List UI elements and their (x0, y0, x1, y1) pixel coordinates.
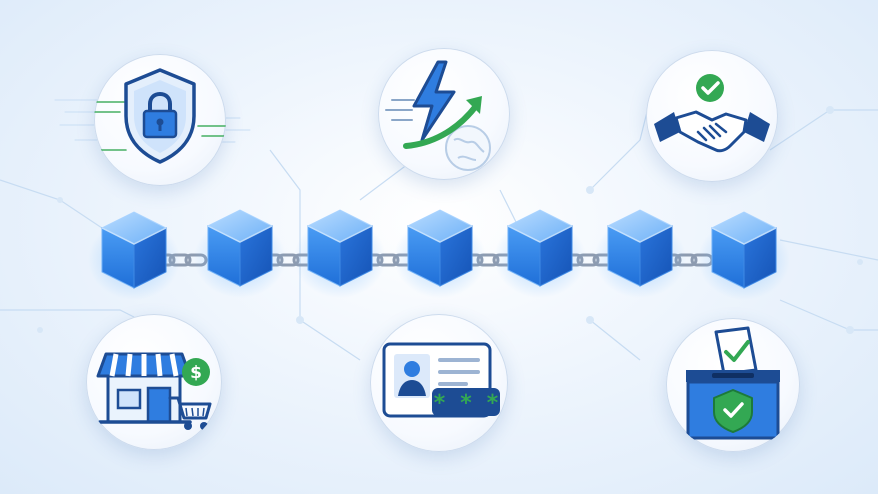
trust-badge (646, 50, 778, 182)
security-badge (94, 54, 226, 186)
store-cart-dollar-icon: $ (96, 352, 212, 430)
block-cube-4 (393, 209, 487, 299)
identity-badge: * * * (370, 314, 508, 452)
block-cube-6 (593, 209, 687, 299)
lightning-growth-globe-icon (385, 60, 491, 171)
block-cube-5 (493, 209, 587, 299)
block-cube-7 (697, 211, 791, 301)
svg-text:$: $ (190, 363, 202, 383)
block-cube-3 (293, 209, 387, 299)
voting-badge (666, 318, 800, 452)
block-cube-2 (193, 209, 287, 299)
shield-lock-icon (94, 68, 226, 164)
ballot-box-shield-icon (686, 326, 780, 440)
speed-badge (378, 48, 510, 180)
block-cube-1 (87, 211, 181, 301)
handshake-check-icon (654, 74, 770, 153)
id-card-password-icon: * * * (382, 342, 500, 418)
password-mask: * * * (433, 391, 499, 416)
ecommerce-badge: $ (86, 314, 222, 450)
